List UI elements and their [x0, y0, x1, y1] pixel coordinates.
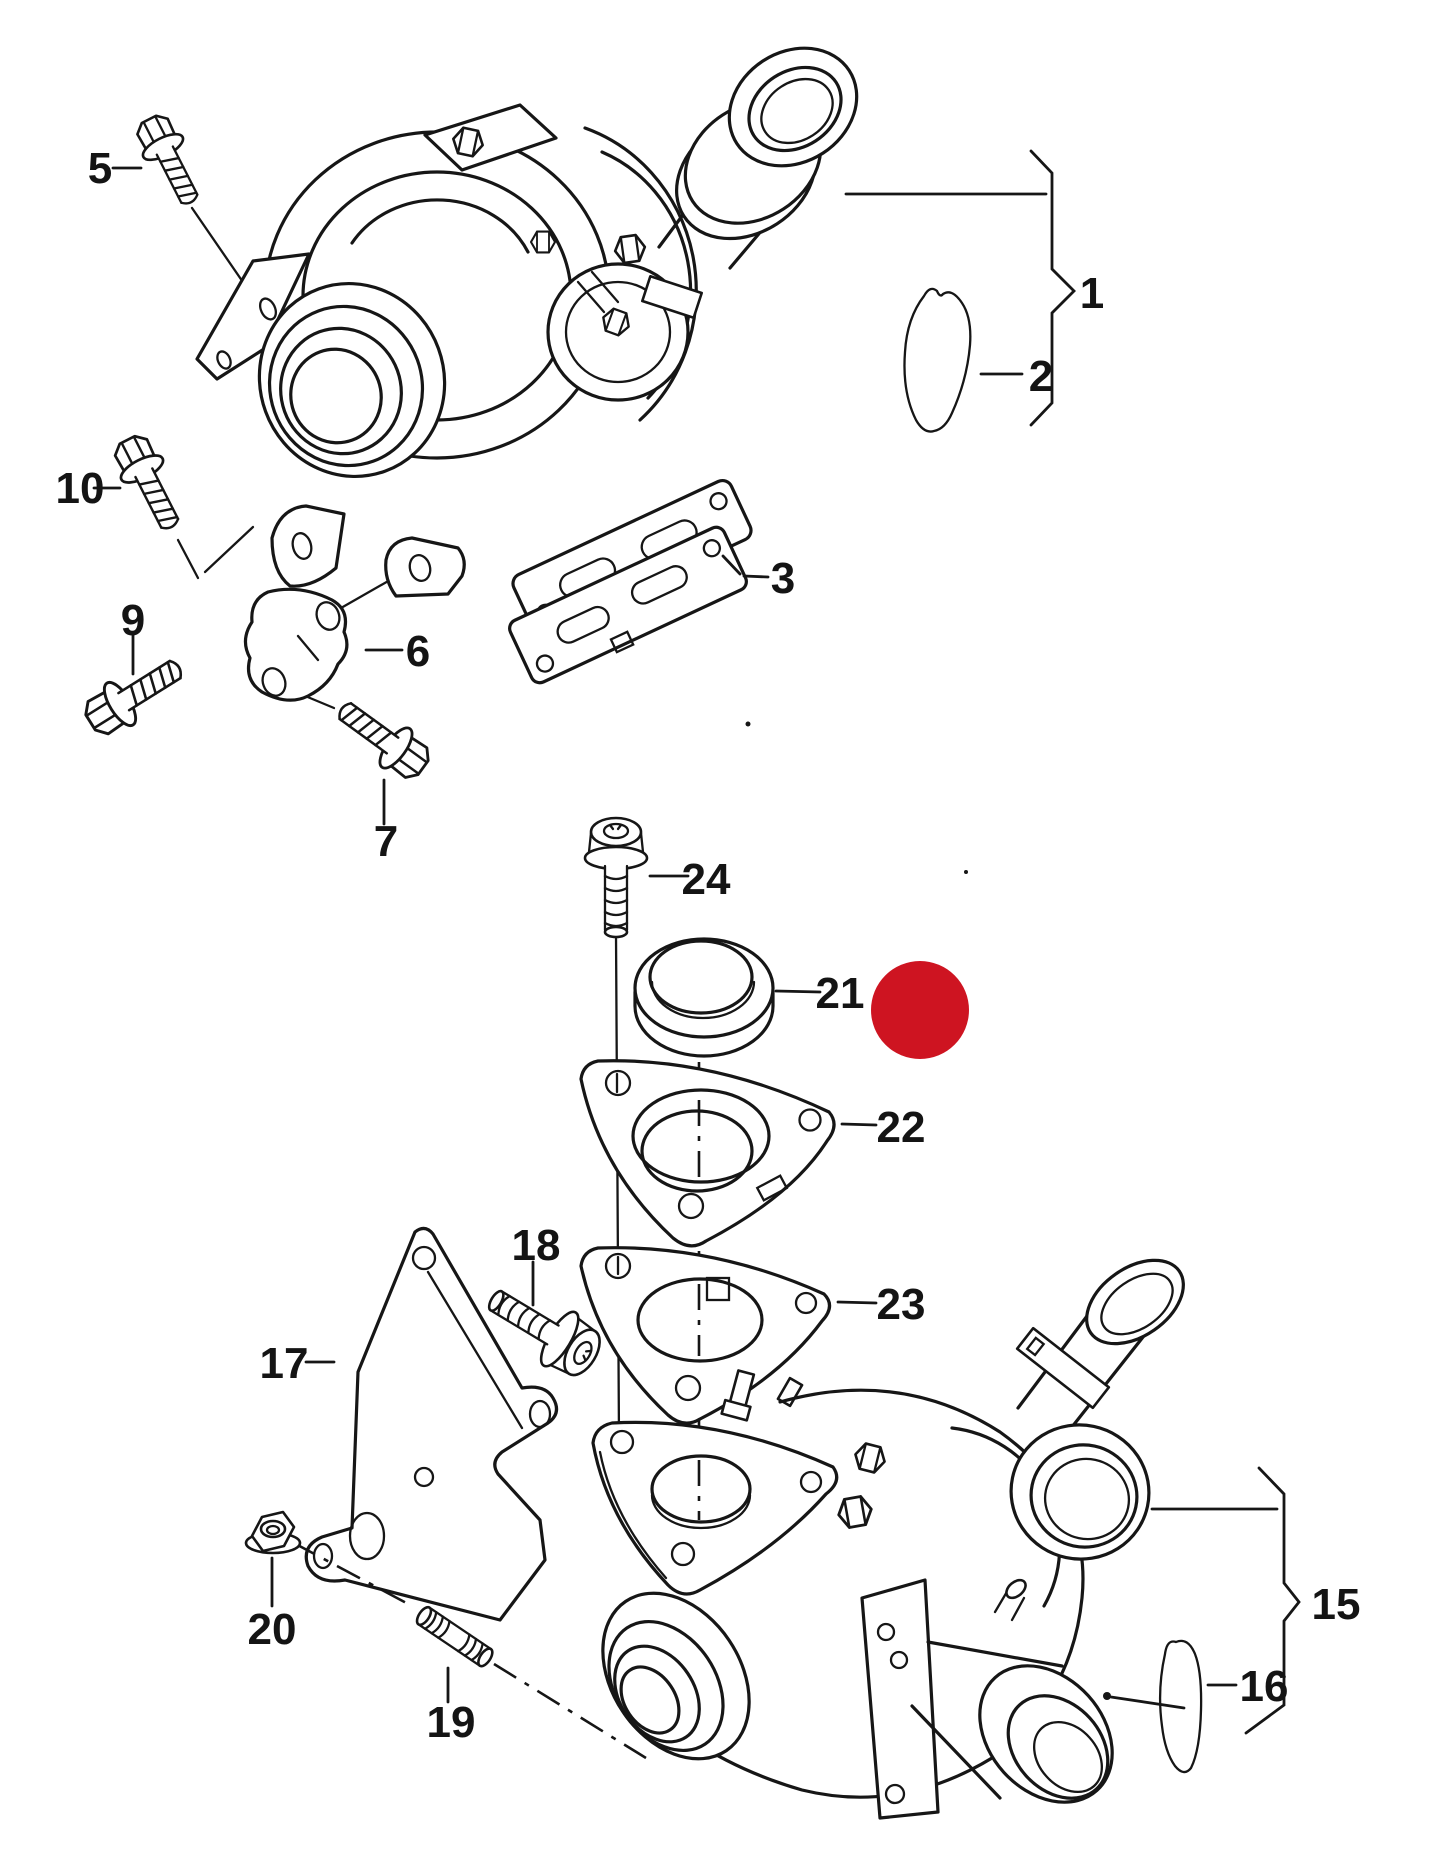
stud-19	[415, 1605, 494, 1668]
bracket-17	[304, 1226, 559, 1622]
callout-18: 18	[512, 1221, 561, 1270]
seal-16	[1158, 1639, 1203, 1774]
seal-2	[903, 287, 972, 433]
assembly-line-nut-20	[291, 1540, 413, 1608]
gasket-22	[579, 1059, 836, 1248]
callout-labels: 5 10 9 6 7 3 1 2 24 21 22 23 18 17 20 19…	[56, 144, 1361, 1747]
housing-bolt-icon	[834, 1493, 876, 1531]
callout-10: 10	[56, 464, 105, 513]
gasket-23	[579, 1246, 832, 1425]
bolt-9	[76, 644, 194, 745]
gasket-3	[508, 525, 748, 685]
seal-ring-21	[633, 937, 775, 1058]
bolt-7	[326, 688, 439, 789]
callout-17: 17	[260, 1339, 309, 1388]
highlight-marker	[871, 961, 969, 1059]
bolt-5	[128, 108, 213, 214]
callout-24: 24	[682, 855, 731, 904]
flange-nut-20	[244, 1510, 302, 1555]
callout-20: 20	[248, 1605, 297, 1654]
callout-7: 7	[374, 817, 398, 866]
callout-22: 22	[877, 1103, 926, 1152]
torx-screw-24	[583, 816, 649, 939]
callout-21: 21	[816, 969, 865, 1018]
centerline-overlays	[615, 1072, 701, 1356]
housing-bolt-icon	[612, 232, 648, 266]
callout-1: 1	[1080, 269, 1104, 318]
turbocharger-upper	[195, 46, 859, 636]
housing-nut-icon	[529, 230, 557, 254]
callout-2: 2	[1029, 352, 1053, 401]
callout-16: 16	[1240, 1662, 1289, 1711]
turbocharger-lower	[591, 1258, 1185, 1820]
callout-15: 15	[1312, 1580, 1361, 1629]
leader-lines	[92, 149, 1301, 1735]
callout-19: 19	[427, 1698, 476, 1747]
callout-23: 23	[877, 1280, 926, 1329]
callout-9: 9	[121, 596, 145, 645]
housing-bolt-icon	[851, 1440, 889, 1476]
callout-6: 6	[406, 627, 430, 676]
bolt-10	[105, 428, 194, 539]
speck	[964, 870, 968, 874]
callout-3: 3	[771, 554, 795, 603]
brace-1	[1029, 149, 1076, 427]
brace-15	[1244, 1466, 1301, 1735]
speck	[745, 721, 751, 727]
callout-5: 5	[88, 144, 112, 193]
bracket-6	[243, 587, 349, 702]
